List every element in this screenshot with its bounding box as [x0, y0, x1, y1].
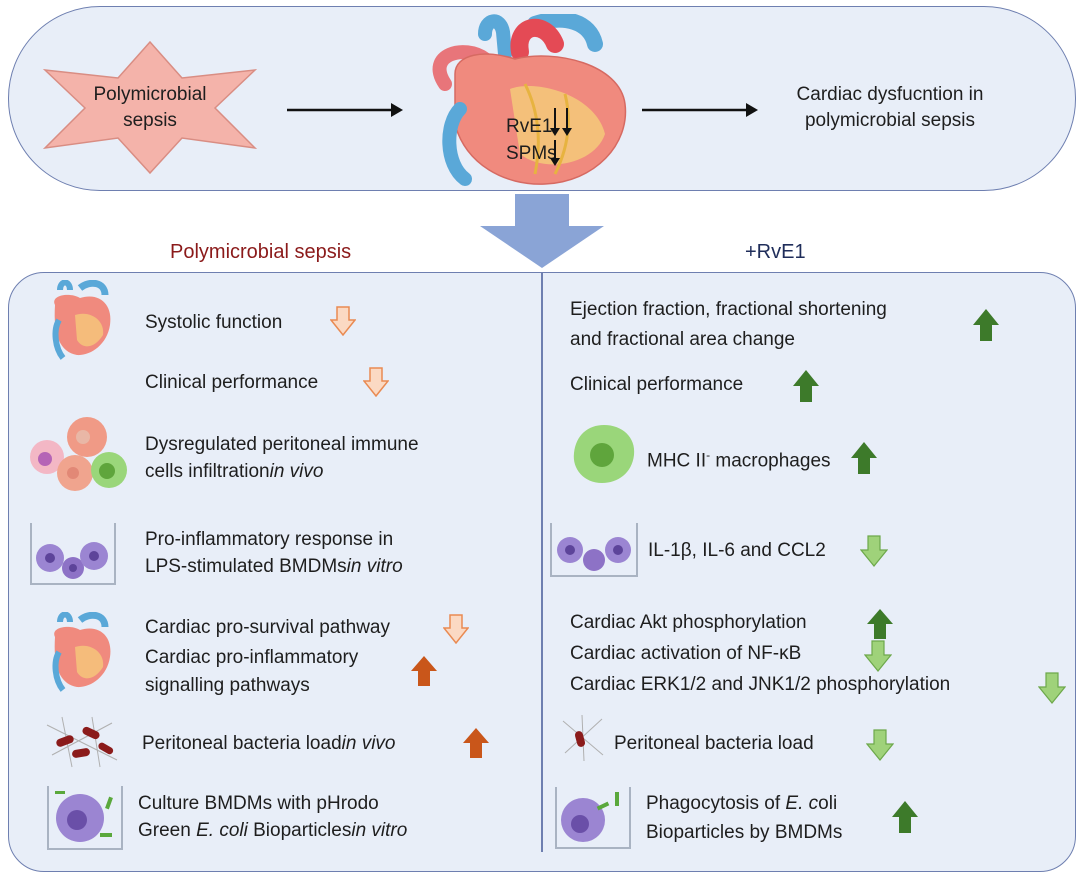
- star-label: Polymicrobial sepsis: [93, 84, 207, 131]
- left-item-3-line2: cells infiltrationin vivo: [145, 459, 323, 484]
- arrow-up-icon: [892, 801, 918, 833]
- arrow-right-icon: [287, 103, 403, 117]
- left-item-7-line1: Culture BMDMs with pHrodo: [138, 793, 379, 814]
- bmdm-dish-icon: [30, 523, 116, 585]
- arrow-right-icon: [642, 103, 758, 117]
- left-title: Polymicrobial sepsis: [170, 241, 352, 263]
- arrow-down-icon: [866, 729, 894, 761]
- left-item-2-text: Clinical performance: [145, 372, 319, 393]
- right-item-5-line2: Cardiac activation of NF-κB: [570, 643, 802, 664]
- left-item-3-line1: Dysregulated peritoneal immune: [145, 434, 419, 455]
- right-item-1-line2: and fractional area change: [570, 329, 795, 350]
- arrow-up-icon: [973, 309, 999, 341]
- arrow-up-icon: [867, 609, 893, 639]
- left-item-7-line2-c: Bioparticles: [247, 820, 352, 841]
- big-down-arrow-icon: [480, 194, 604, 268]
- left-item-5-line1: Cardiac pro-survival pathway: [145, 617, 390, 638]
- left-item-6-a: Peritoneal bacteria load: [142, 733, 342, 754]
- bmdm-dish-icon: [550, 523, 638, 577]
- immune-cells-icon: [30, 417, 127, 491]
- right-item-2-text: Clinical performance: [570, 374, 744, 395]
- arrow-up-icon: [851, 442, 877, 474]
- left-item-7-line2: Green E. coli Bioparticlesin vitro: [138, 818, 407, 843]
- left-item-6-text: Peritoneal bacteria loadin vivo: [142, 731, 396, 756]
- arrow-down-icon: [443, 614, 469, 644]
- right-title: +RvE1: [745, 241, 806, 263]
- right-item-6-text: Peritoneal bacteria load: [614, 733, 814, 754]
- left-item-6-b: in vivo: [341, 733, 396, 754]
- right-item-3-b: macrophages: [710, 450, 831, 472]
- right-item-3-a: MHC II: [647, 450, 707, 472]
- right-item-7-line2: Bioparticles by BMDMs: [646, 822, 843, 843]
- left-item-7-line2-a: Green: [138, 820, 197, 841]
- right-item-3-text: MHC II- macrophages: [647, 443, 831, 473]
- left-item-4-line2-a: LPS-stimulated BMDMs: [145, 556, 347, 577]
- right-item-5-line3: Cardiac ERK1/2 and JNK1/2 phosphorylatio…: [570, 674, 951, 695]
- left-item-5-line2: Cardiac pro-inflammatory: [145, 647, 359, 668]
- arrow-down-icon: [864, 640, 892, 672]
- outcome-label: Cardiac dysfucntion in polymicrobial sep…: [796, 84, 984, 131]
- heart-spms-label: SPMs: [506, 143, 557, 164]
- left-item-7-line2-b: E. coli: [196, 820, 248, 841]
- arrow-down-icon: [860, 535, 888, 567]
- arrow-up-icon: [463, 728, 489, 758]
- left-item-7-line2-d: in vitro: [351, 820, 408, 841]
- left-item-3-line2-a: cells infiltration: [145, 461, 270, 482]
- left-item-1-text: Systolic function: [145, 312, 283, 333]
- right-item-3-sup: -: [706, 448, 711, 462]
- bacteria-icon: [46, 716, 118, 768]
- arrow-down-icon: [363, 367, 389, 397]
- macrophage-icon: [555, 787, 631, 849]
- star-shape: [42, 40, 258, 175]
- heart-rve1-label: RvE1: [506, 116, 553, 137]
- bacteria-icon: [562, 714, 604, 762]
- arrow-down-icon: [330, 306, 356, 336]
- heart-icon: [432, 14, 627, 186]
- left-item-4-line2-b: in vitro: [346, 556, 403, 577]
- right-item-5-line1: Cardiac Akt phosphorylation: [570, 612, 807, 633]
- arrow-up-icon: [793, 370, 819, 402]
- column-divider: [541, 272, 543, 852]
- left-item-3-line2-b: in vivo: [269, 461, 324, 482]
- down-arrows-icon: [550, 108, 572, 166]
- arrow-down-icon: [1038, 672, 1066, 704]
- right-item-1-line1: Ejection fraction, fractional shortening: [570, 299, 887, 320]
- right-item-7-line1-a: Phagocytosis of: [646, 793, 786, 814]
- heart-icon: [52, 612, 111, 692]
- right-item-7-line1-b: E. c: [785, 793, 819, 814]
- right-item-4-text: IL-1β, IL-6 and CCL2: [648, 540, 826, 561]
- macrophage-icon: [47, 786, 123, 850]
- arrow-up-icon: [411, 656, 437, 686]
- macrophage-green-icon: [573, 425, 635, 483]
- right-item-7-line1: Phagocytosis of E. coli: [646, 791, 837, 816]
- left-item-5-line3: signalling pathways: [145, 675, 310, 696]
- heart-icon: [52, 280, 111, 360]
- left-item-4-line1: Pro-inflammatory response in: [145, 529, 394, 550]
- right-item-7-line1-c: oli: [818, 793, 838, 814]
- left-item-4-line2: LPS-stimulated BMDMsin vitro: [145, 554, 403, 579]
